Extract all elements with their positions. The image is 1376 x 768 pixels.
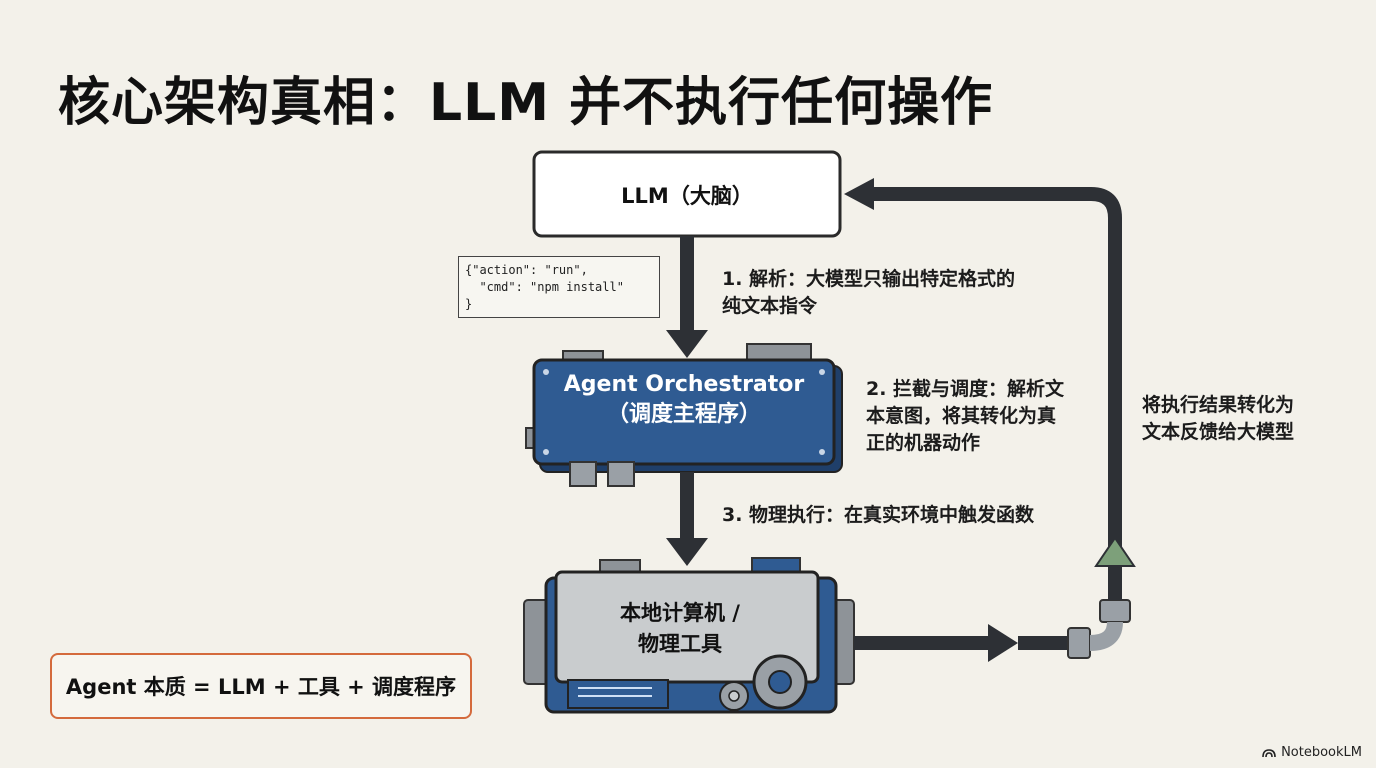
arrow-machine-to-pipe [854, 624, 1074, 662]
json-command-snippet: {"action": "run", "cmd": "npm install" } [458, 256, 660, 318]
feedback-label: 将执行结果转化为 文本反馈给大模型 [1142, 392, 1294, 446]
orchestrator-device [525, 343, 843, 487]
llm-box-label: LLM（大脑） [621, 184, 753, 208]
orchestrator-subtitle: （调度主程序） [606, 402, 761, 427]
feedback-line1: 将执行结果转化为 [1142, 394, 1295, 416]
orchestrator-name: Agent Orchestrator [563, 372, 805, 397]
notebooklm-logo-icon [1262, 748, 1276, 757]
machine-line2: 物理工具 [638, 632, 722, 656]
step2-line3: 正的机器动作 [866, 432, 981, 454]
machine-label: 本地计算机 / 物理工具 [585, 598, 775, 660]
arrow-orchestrator-to-machine [666, 472, 708, 566]
machine-line1: 本地计算机 / [620, 601, 740, 625]
step3-label: 3. 物理执行：在真实环境中触发函数 [722, 504, 1035, 526]
step1-line1: 1. 解析：大模型只输出特定格式的 [722, 268, 1016, 290]
step2-line2: 本意图，将其转化为真 [866, 405, 1057, 427]
arrow-llm-to-orchestrator [666, 236, 708, 358]
brand-name: NotebookLM [1281, 745, 1362, 760]
agent-formula-box: Agent 本质 = LLM + 工具 + 调度程序 [50, 653, 472, 719]
orchestrator-label: Agent Orchestrator （调度主程序） [536, 370, 832, 430]
brand-watermark: NotebookLM [1262, 745, 1362, 760]
step2-line1: 2. 拦截与调度：解析文 [866, 378, 1065, 400]
feedback-line2: 文本反馈给大模型 [1142, 421, 1295, 443]
pipe-elbow [1067, 599, 1131, 659]
page-title: 核心架构真相：LLM 并不执行任何操作 [58, 73, 994, 133]
local-machine-device [523, 557, 855, 714]
step1-line2: 纯文本指令 [722, 295, 818, 317]
step1-label: 1. 解析：大模型只输出特定格式的 纯文本指令 [722, 266, 1015, 320]
feedback-arrow [844, 178, 1136, 600]
step2-label: 2. 拦截与调度：解析文 本意图，将其转化为真 正的机器动作 [866, 376, 1064, 457]
